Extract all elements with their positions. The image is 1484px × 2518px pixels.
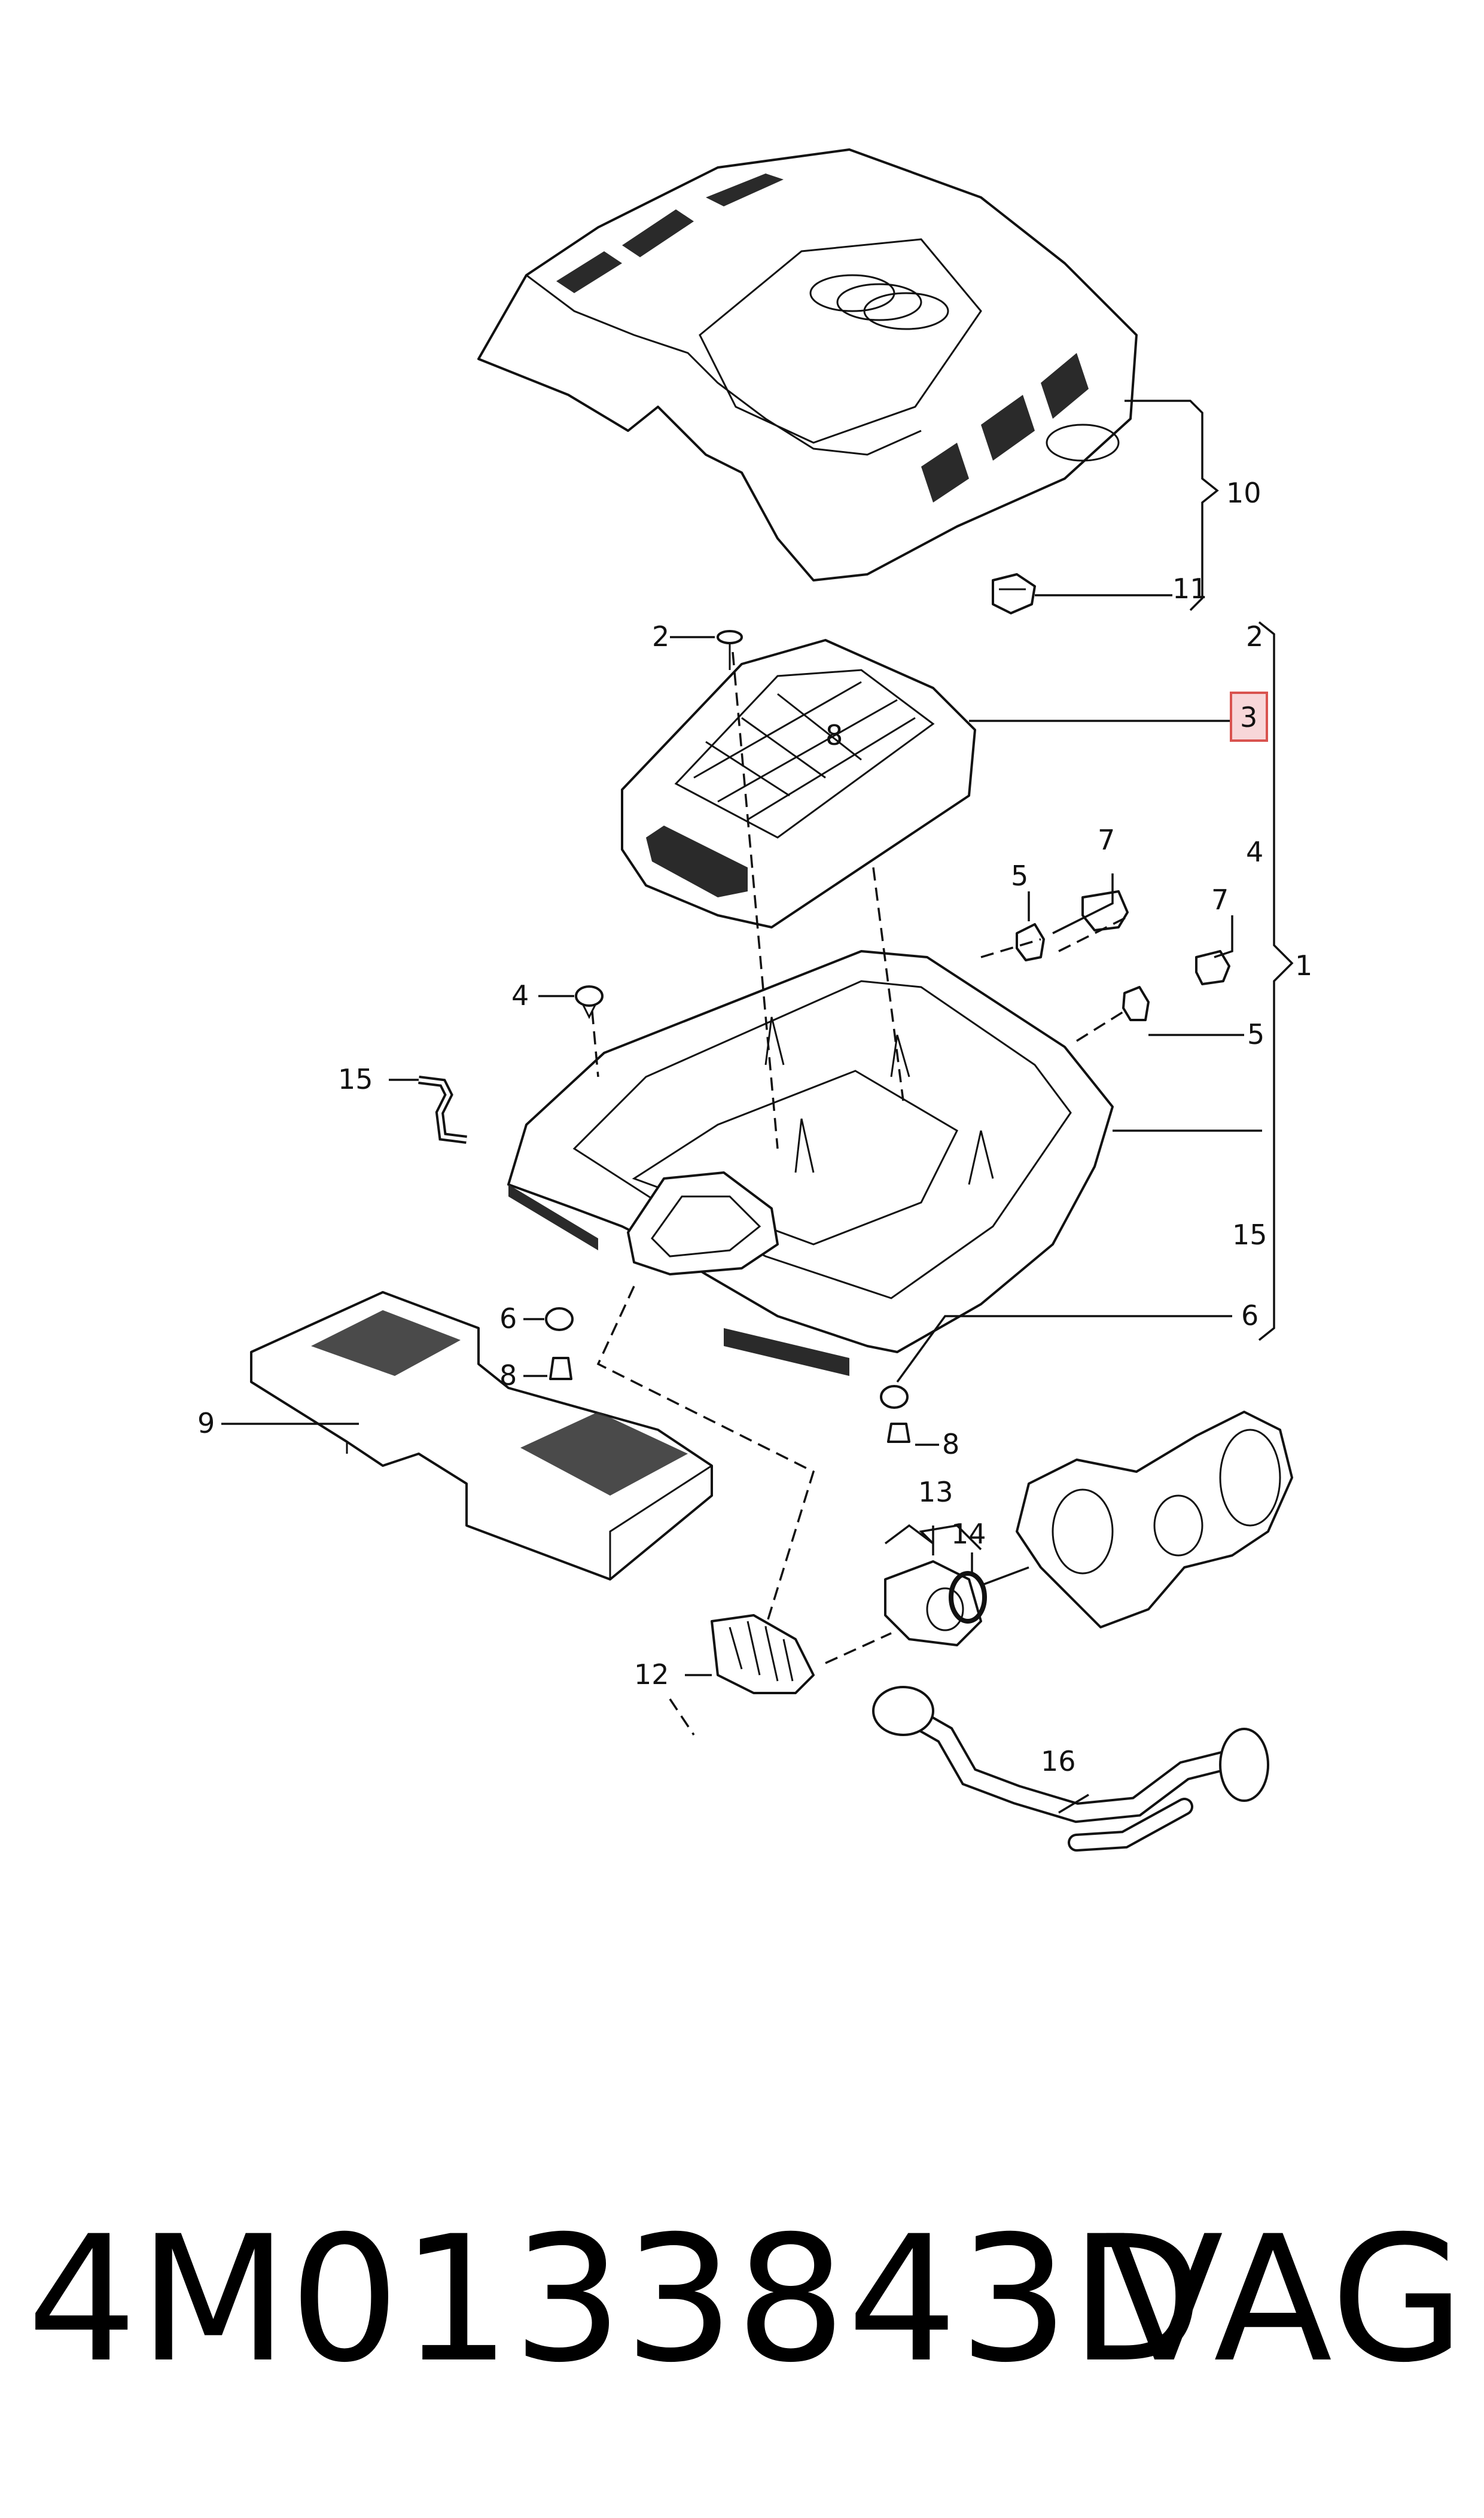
callout-3-highlighted: 3 <box>1240 701 1257 733</box>
engine-cover <box>477 148 1138 581</box>
callout-4: 4 <box>511 979 529 1012</box>
callout-8: 8 <box>825 719 843 751</box>
callout-6: 6 <box>499 1302 517 1335</box>
screw-part <box>717 630 743 670</box>
o-ring-seal <box>949 1571 987 1624</box>
highlight-box <box>1230 692 1268 742</box>
brand-label: VAG <box>1105 2199 1466 2401</box>
air-filter-housing <box>507 950 1114 1376</box>
exploded-parts-diagram: 10 11 2 2 3 8 4 7 5 7 1 4 5 15 15 6 6 8 … <box>197 148 1312 1852</box>
breather-hose <box>418 1076 467 1144</box>
intake-seal-ring <box>627 1171 779 1275</box>
callout-6: 6 <box>1241 1299 1258 1332</box>
grommet-part <box>575 985 604 1019</box>
rubber-mount-part <box>545 1307 909 1409</box>
callout-9: 9 <box>197 1407 215 1439</box>
callout-7: 7 <box>1098 824 1115 856</box>
callout-7: 7 <box>1211 884 1229 916</box>
callout-16: 16 <box>1041 1745 1076 1777</box>
callout-15: 15 <box>338 1063 373 1095</box>
callout-4: 4 <box>1246 836 1263 868</box>
air-filter-lid <box>621 639 976 928</box>
callout-11: 11 <box>1172 573 1208 605</box>
clip-part <box>1081 890 1230 985</box>
callout-8: 8 <box>499 1359 517 1392</box>
callout-1: 1 <box>1295 949 1312 982</box>
coolant-pipe <box>872 1686 1269 1852</box>
part-number-label: 4M0133843D <box>27 2199 1205 2401</box>
leader-lines <box>221 400 1294 1814</box>
buffer-part <box>1016 923 1150 1021</box>
nut-part <box>992 573 1036 614</box>
callout-2: 2 <box>652 620 669 653</box>
callout-12: 12 <box>634 1658 669 1691</box>
callout-5: 5 <box>1011 860 1028 892</box>
callout-13: 13 <box>918 1476 953 1508</box>
air-inlet-duct <box>250 1291 713 1581</box>
callout-labels: 10 11 2 2 3 8 4 7 5 7 1 4 5 15 15 6 6 8 … <box>197 477 1312 1777</box>
turbocharger <box>1016 1411 1293 1628</box>
intake-boot <box>711 1614 815 1694</box>
bolt-part <box>549 1357 910 1443</box>
callout-5: 5 <box>1247 1018 1264 1051</box>
callout-15: 15 <box>1232 1219 1267 1251</box>
callout-14: 14 <box>951 1518 986 1550</box>
callout-8: 8 <box>942 1428 959 1460</box>
callout-2: 2 <box>1246 620 1263 653</box>
callout-10: 10 <box>1226 477 1261 509</box>
